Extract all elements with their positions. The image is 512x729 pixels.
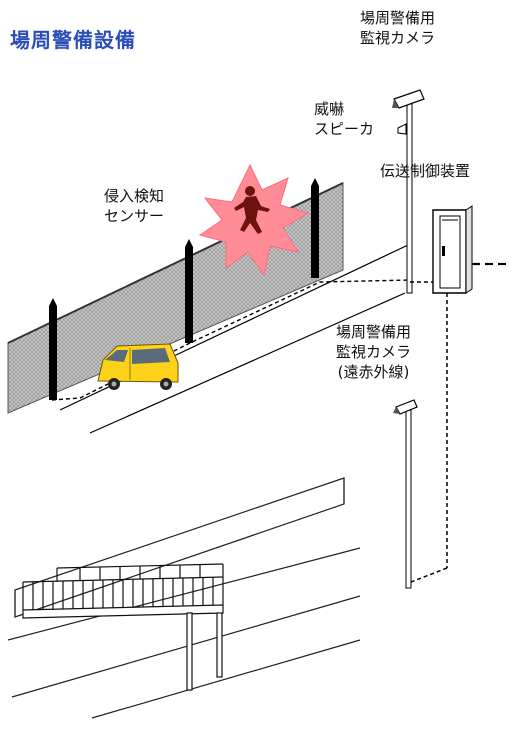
network-cables: [410, 281, 448, 583]
camera-ir-label: 場周警備用 監視カメラ (遠赤外線): [336, 322, 411, 382]
van-icon: [97, 343, 179, 390]
camera-top-label-line-2: 監視カメラ: [360, 29, 436, 47]
intruder-alert: [198, 163, 310, 277]
sensor-post-3: [311, 178, 319, 278]
walkway: [22, 563, 224, 691]
sensor-cable: [51, 279, 411, 401]
camera-ir-label-line-3: (遠赤外線): [337, 363, 410, 381]
sensor-label: 侵入検知 センサー: [104, 186, 164, 226]
intruder-icon: [234, 186, 270, 234]
sensor-post-2: [185, 239, 193, 343]
speaker-label-line-1: 威嚇: [314, 100, 345, 118]
camera-pole-top: [392, 89, 425, 294]
sensor-posts: [49, 178, 319, 400]
sensor-label-line-1: 侵入検知: [104, 187, 165, 205]
camera-top-label-line-1: 場周警備用: [360, 9, 436, 27]
camera-icon: [393, 399, 418, 415]
speaker-icon: [397, 123, 407, 135]
speaker-label-line-2: スピーカ: [314, 120, 375, 138]
speaker-label: 威嚇 スピーカ: [314, 99, 374, 139]
control-label: 伝送制御装置: [380, 162, 471, 180]
camera-icon: [392, 89, 425, 109]
camera-pole-ir: [393, 399, 418, 589]
sensor-label-line-2: センサー: [104, 207, 165, 225]
camera-ir-label-line-2: 監視カメラ: [336, 343, 412, 361]
camera-top-label: 場周警備用 監視カメラ: [360, 8, 435, 48]
sensor-post-1: [49, 298, 57, 400]
page-title: 場周警備設備: [10, 28, 136, 52]
camera-ir-label-line-1: 場周警備用: [336, 323, 412, 341]
control-cabinet-icon: [432, 205, 473, 294]
lower-fence: [7, 477, 361, 719]
